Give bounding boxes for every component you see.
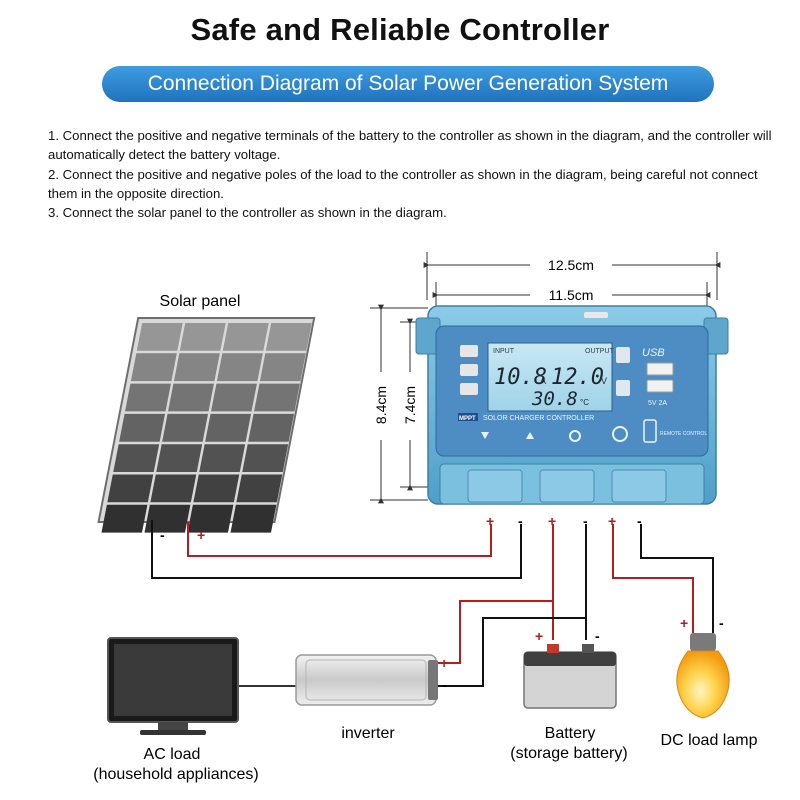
- power-button-icon: [612, 426, 628, 442]
- solar-cell: [156, 444, 203, 473]
- ac-load-label: AC load: [144, 746, 201, 763]
- solar-cell: [113, 444, 160, 473]
- down-button-icon: [481, 432, 489, 439]
- solar-cell: [199, 444, 246, 473]
- lamp-plus-sign: +: [680, 615, 688, 631]
- ac-load-monitor-icon: [107, 637, 239, 735]
- ac-load-sublabel: (household appliances): [93, 766, 258, 783]
- settings-button-icon: [569, 430, 581, 442]
- page-title: Safe and Reliable Controller: [190, 12, 610, 47]
- solar-cell: [248, 413, 295, 442]
- usb-rating: 5V 2A: [648, 400, 667, 407]
- solar-cell: [187, 504, 234, 533]
- solar-cell: [265, 323, 312, 351]
- dc-lamp-label: DC load lamp: [661, 732, 758, 749]
- inverter-label: inverter: [341, 725, 395, 742]
- battery-plus-sign: +: [535, 628, 543, 644]
- dimension-inner-height: 7.4cm: [402, 386, 418, 424]
- bat-minus-sign: -: [583, 513, 588, 529]
- solar-cell: [222, 323, 269, 351]
- usb-label: USB: [642, 347, 665, 359]
- load-minus-sign: -: [637, 513, 642, 529]
- load-plus-sign: +: [608, 513, 616, 529]
- lcd-voltage-unit: V: [601, 376, 607, 386]
- battery-minus-sign: -: [595, 628, 600, 644]
- solar-cell: [162, 413, 209, 442]
- solar-panel-icon: [97, 317, 316, 533]
- instruction-step-3: 3. Connect the solar panel to the contro…: [48, 205, 447, 221]
- pv-plus-sign: +: [486, 513, 494, 529]
- pv-minus-sign: -: [518, 513, 523, 529]
- battery-sublabel: (storage battery): [510, 745, 627, 762]
- solar-cell: [136, 323, 183, 351]
- solar-cell: [242, 444, 289, 473]
- solar-cell: [230, 504, 277, 533]
- solar-plus-sign: +: [197, 527, 205, 543]
- lamp-minus-sign: -: [719, 615, 724, 631]
- solar-cell: [144, 504, 191, 533]
- solar-cell: [168, 383, 214, 412]
- instruction-step-1: 1. Connect the positive and negative ter…: [48, 128, 772, 163]
- solar-cell: [193, 474, 240, 503]
- lcd-current-unit: A: [540, 376, 546, 386]
- solar-cell: [211, 383, 257, 412]
- dc-lamp-icon: [676, 633, 730, 719]
- diagram-banner: Connection Diagram of Solar Power Genera…: [102, 66, 714, 102]
- solar-cell: [125, 383, 171, 412]
- battery-icon: [523, 644, 617, 709]
- solar-cell: [254, 383, 300, 412]
- bat-plus-sign: +: [548, 513, 556, 529]
- instruction-step-2: 2. Connect the positive and negative pol…: [48, 166, 758, 201]
- solar-cell: [236, 474, 283, 503]
- solar-cell: [107, 474, 154, 503]
- controller-model: SOLOR CHARGER CONTROLLER: [483, 415, 594, 422]
- lcd-temp-reading: 30.8: [531, 388, 578, 410]
- inverter-plus-sign: +: [440, 655, 448, 671]
- lcd-voltage-reading: 12.0: [551, 365, 604, 390]
- solar-cell: [259, 353, 306, 382]
- dimension-inner-width: 11.5cm: [549, 287, 594, 303]
- lcd-input-label: INPUT: [493, 348, 515, 355]
- solar-cell: [173, 353, 220, 382]
- remote-control-label: REMOTE CONTROL: [660, 431, 707, 437]
- charge-controller: INPUT OUTPUT 10.8 A 12.0 V 30.8 °C USB 5…: [415, 305, 729, 505]
- battery-label: Battery: [545, 725, 596, 742]
- solar-panel-label: Solar panel: [160, 293, 241, 310]
- solar-cell: [119, 413, 166, 442]
- dimension-outer-width: 12.5cm: [548, 257, 594, 273]
- mppt-badge: MPPT: [459, 416, 476, 422]
- inverter-minus-sign: -: [442, 677, 447, 693]
- lcd-temp-unit: °C: [580, 398, 589, 407]
- dimension-outer-height: 8.4cm: [373, 386, 389, 424]
- inverter-icon: [295, 654, 438, 706]
- lcd-output-label: OUTPUT: [585, 348, 615, 355]
- solar-cell: [130, 353, 177, 382]
- instructions-block: 1. Connect the positive and negative ter…: [48, 126, 788, 222]
- remote-control-icon: [643, 419, 657, 443]
- solar-cell: [101, 504, 148, 533]
- solar-minus-sign: -: [160, 527, 165, 543]
- wiring: [151, 520, 714, 687]
- usb-port-2: [646, 379, 674, 393]
- dimension-lines: [370, 252, 721, 504]
- up-button-icon: [526, 432, 534, 439]
- solar-cell: [216, 353, 263, 382]
- lcd-current-reading: 10.8: [494, 365, 547, 390]
- solar-cell: [205, 413, 252, 442]
- usb-port-1: [646, 362, 674, 376]
- solar-cell: [150, 474, 197, 503]
- solar-cell: [179, 323, 226, 351]
